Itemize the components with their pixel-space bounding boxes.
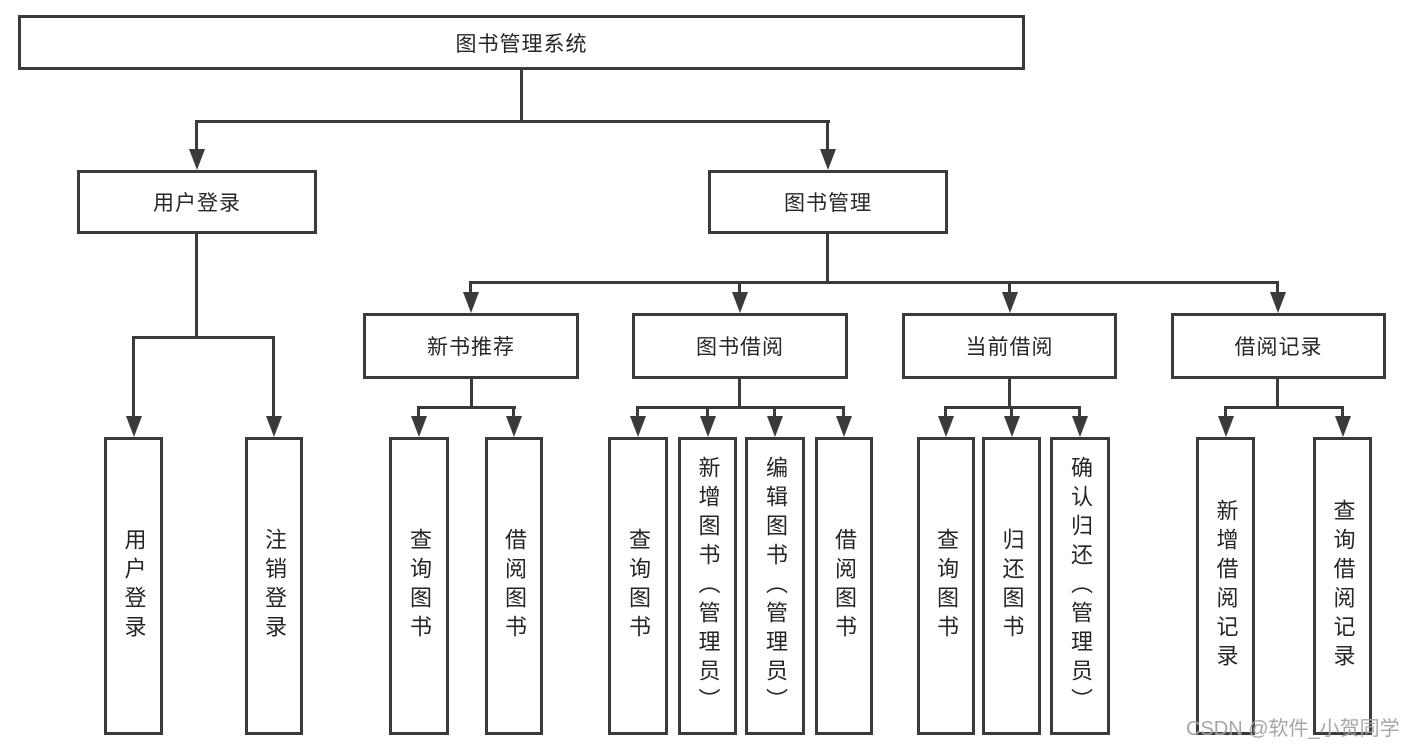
arrow-down-icon — [1269, 281, 1286, 313]
arrow-down-icon — [835, 406, 852, 437]
node-book-management: 图书管理 — [708, 170, 948, 234]
node-borrow-books-recommend: 借阅图书 — [485, 437, 543, 735]
node-label: 查询借阅记录 — [1330, 499, 1356, 673]
node-label: 确认归还（管理员） — [1068, 455, 1093, 717]
arrow-down-icon — [699, 406, 716, 437]
node-label: 归还图书 — [999, 528, 1025, 644]
node-borrow-books-borrow: 借阅图书 — [815, 437, 873, 735]
node-label: 新增借阅记录 — [1213, 499, 1239, 673]
node-borrow-records: 借阅记录 — [1171, 313, 1386, 379]
connector-stem — [1276, 379, 1279, 408]
node-label: 图书借阅 — [696, 336, 784, 359]
arrow-down-icon — [819, 120, 836, 170]
connector-hbar — [1224, 406, 1343, 409]
node-edit-book-admin: 编辑图书（管理员） — [745, 437, 805, 735]
watermark: CSDN @软件_小贺同学 — [1186, 718, 1400, 740]
connector-stem — [195, 234, 198, 338]
connector-hbar — [636, 406, 845, 409]
node-label: 注销登录 — [262, 528, 287, 644]
arrow-down-icon — [731, 281, 748, 313]
node-current-borrow: 当前借阅 — [902, 313, 1117, 379]
connector-stem — [470, 379, 473, 408]
node-book-borrow: 图书借阅 — [632, 313, 848, 379]
arrow-down-icon — [188, 120, 205, 170]
connector-stem — [520, 70, 523, 123]
connector-hbar — [417, 406, 516, 409]
connector-stem — [826, 234, 829, 283]
node-add-borrow-record: 新增借阅记录 — [1196, 437, 1255, 735]
arrow-down-icon — [1217, 406, 1234, 437]
connector-hbar — [132, 336, 275, 339]
node-label: 图书管理 — [784, 192, 872, 215]
node-label: 借阅图书 — [502, 528, 527, 644]
connector-hbar — [470, 281, 1279, 284]
arrow-down-icon — [766, 406, 783, 437]
arrow-down-icon — [1001, 281, 1018, 313]
connector-hbar — [196, 120, 830, 123]
node-label: 当前借阅 — [965, 336, 1054, 359]
node-label: 借阅图书 — [832, 528, 857, 644]
node-query-books-borrow: 查询图书 — [608, 437, 668, 735]
node-label: 查询图书 — [626, 528, 651, 644]
arrow-down-icon — [1334, 406, 1351, 437]
arrow-down-icon — [1003, 406, 1020, 437]
connector-stem — [1008, 379, 1011, 408]
arrow-down-icon — [505, 406, 522, 437]
node-confirm-return-admin: 确认归还（管理员） — [1050, 437, 1110, 735]
connector-stem — [738, 379, 741, 408]
arrow-down-icon — [265, 336, 282, 437]
arrow-down-icon — [1071, 406, 1088, 437]
arrow-down-icon — [410, 406, 427, 437]
node-label: 查询图书 — [407, 528, 432, 644]
arrow-down-icon — [125, 336, 142, 437]
node-user-login-leaf: 用户登录 — [104, 437, 163, 735]
node-library-management-system: 图书管理系统 — [18, 15, 1025, 70]
node-label: 新增图书（管理员） — [695, 455, 721, 717]
node-label: 图书管理系统 — [455, 32, 588, 56]
node-label: 编辑图书（管理员） — [763, 455, 788, 717]
node-query-books-recommend: 查询图书 — [389, 437, 449, 735]
node-logout: 注销登录 — [245, 437, 303, 735]
node-label: 查询图书 — [934, 528, 959, 644]
node-query-books-current: 查询图书 — [917, 437, 975, 735]
node-label: 用户登录 — [153, 192, 241, 215]
node-return-books: 归还图书 — [982, 437, 1041, 735]
node-user-login: 用户登录 — [77, 170, 317, 234]
node-label: 用户登录 — [121, 528, 147, 644]
node-query-borrow-record: 查询借阅记录 — [1313, 437, 1372, 735]
node-add-book-admin: 新增图书（管理员） — [678, 437, 737, 735]
node-label: 借阅记录 — [1234, 336, 1323, 359]
arrow-down-icon — [462, 281, 479, 313]
arrow-down-icon — [629, 406, 646, 437]
arrow-down-icon — [937, 406, 954, 437]
node-new-book-recommend: 新书推荐 — [363, 313, 579, 379]
node-label: 新书推荐 — [427, 336, 515, 359]
